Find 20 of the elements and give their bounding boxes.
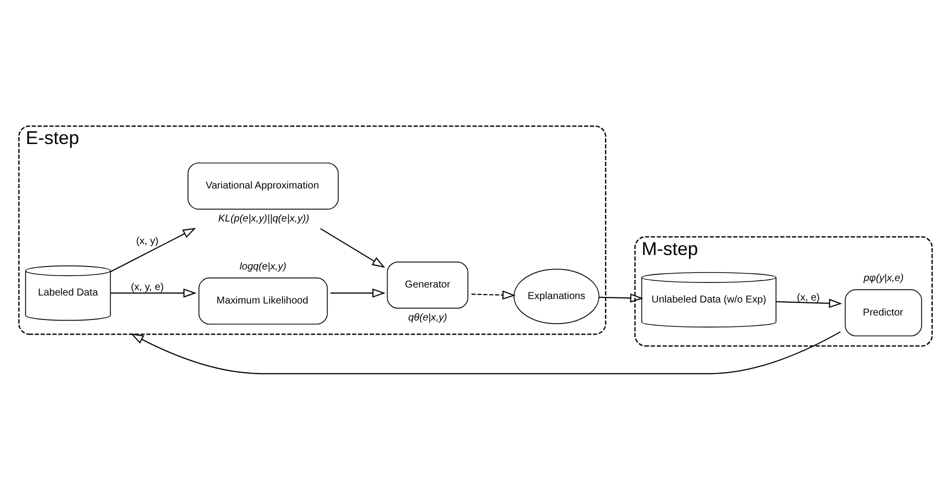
arrow (110, 288, 197, 298)
edge-label: (x, y) (136, 236, 158, 247)
arrow (130, 330, 841, 374)
arrow (472, 290, 516, 300)
edge-label: (x, e) (796, 292, 820, 303)
node-box: Variational Approximation (188, 162, 339, 210)
edge-label: (x, y, e) (130, 282, 164, 293)
node-box: Generator (386, 261, 468, 308)
arrow (320, 228, 386, 268)
node-label: logq(e|x,y) (240, 260, 286, 272)
node-ellipse: Explanations (514, 268, 600, 324)
node-label: KL(p(e|x,y)||q(e|x,y)) (218, 212, 310, 224)
node-box: Maximum Likelihood (198, 277, 328, 324)
node-box: Predictor (844, 288, 922, 336)
arrow (330, 288, 386, 298)
node-label: qθ(e|x,y) (408, 312, 448, 323)
arrow (776, 298, 842, 308)
arrow (110, 227, 196, 272)
node-label: pφ(y|x,e) (864, 272, 904, 284)
arrow (598, 292, 644, 302)
